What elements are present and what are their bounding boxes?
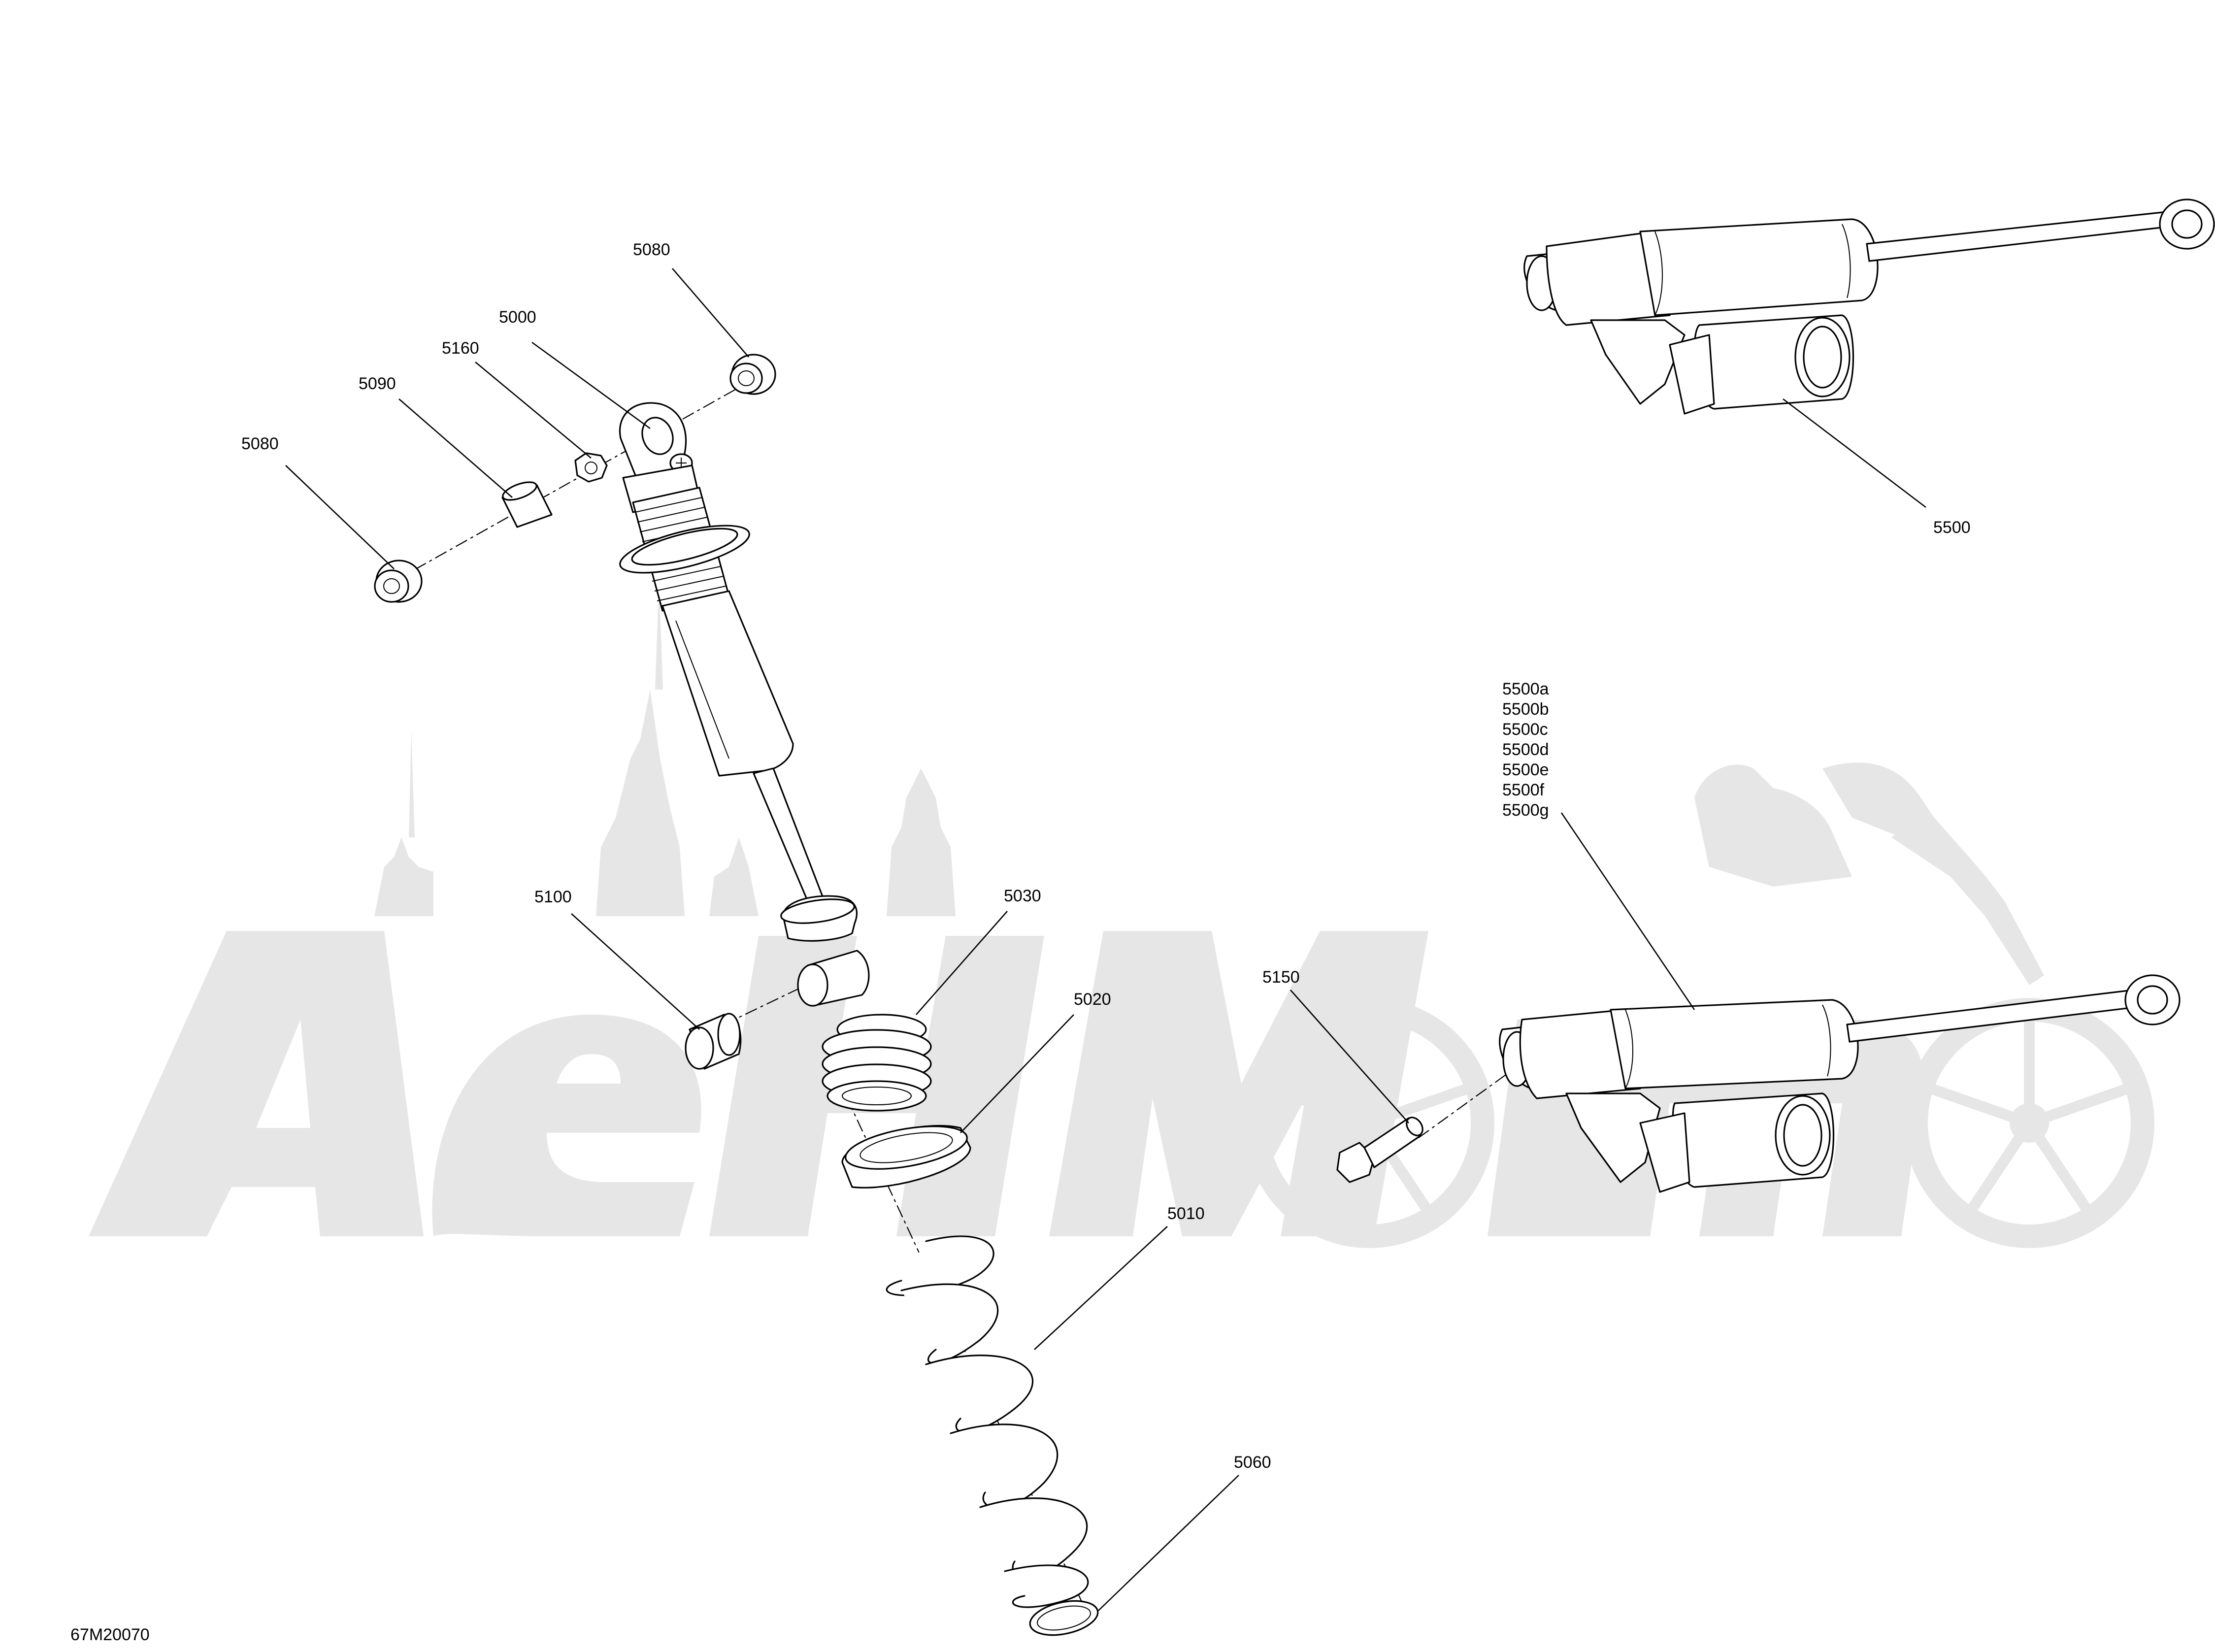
- callout-5500a: 5500a: [1502, 680, 1549, 698]
- callout-5010: 5010: [1167, 1204, 1205, 1223]
- sleeve-5090: [501, 481, 553, 528]
- reservoir-shock-5500: [1523, 198, 2215, 415]
- bushing-5080-top: [729, 354, 776, 395]
- drawing-id: 67M20070: [70, 1625, 150, 1644]
- callout-5500-variant-list: 5500a 5500b 5500c 5500d 5500e 5500f 5500…: [1502, 680, 1549, 820]
- callout-5500f: 5500f: [1502, 781, 1545, 799]
- callout-5020: 5020: [1074, 990, 1111, 1009]
- watermark-lettering: [89, 931, 1923, 1236]
- bolt-5150: [1336, 1117, 1423, 1183]
- callout-5000: 5000: [499, 308, 536, 327]
- bushing-5080-left: [374, 560, 423, 603]
- spring-seat-5030: [822, 1014, 932, 1112]
- callout-labels: 5080 5000 5160 5090 5080 5100 5030 5020 …: [70, 240, 1971, 1644]
- retainer-5020: [841, 1124, 971, 1189]
- callout-5080-top: 5080: [633, 240, 670, 259]
- callout-5500b: 5500b: [1502, 700, 1549, 719]
- callout-5500e: 5500e: [1502, 760, 1549, 779]
- callout-5500: 5500: [1933, 518, 1971, 537]
- callout-5100: 5100: [534, 888, 572, 906]
- leader-lines: [285, 268, 1926, 1611]
- coil-spring-5010: [886, 1235, 1089, 1608]
- callout-5150: 5150: [1262, 968, 1300, 987]
- callout-5160: 5160: [442, 339, 479, 358]
- callout-5080-left: 5080: [241, 434, 279, 453]
- callout-5500d: 5500d: [1502, 740, 1549, 759]
- reservoir-shock-5500-variants: [1499, 974, 2181, 1193]
- callout-5500g: 5500g: [1502, 801, 1549, 820]
- watermark-skyline: [374, 581, 956, 916]
- callout-5090: 5090: [359, 374, 396, 393]
- circlip-5060: [1029, 1600, 1099, 1636]
- callout-5500c: 5500c: [1502, 720, 1548, 739]
- watermark: [89, 581, 2154, 1248]
- callout-5030: 5030: [1004, 887, 1041, 905]
- callout-5060: 5060: [1234, 1453, 1271, 1472]
- shock-absorber-5000: [619, 402, 858, 942]
- nut-5160: [574, 452, 608, 483]
- bushing-5100: [685, 1013, 742, 1070]
- eye-bushing: [797, 950, 870, 1007]
